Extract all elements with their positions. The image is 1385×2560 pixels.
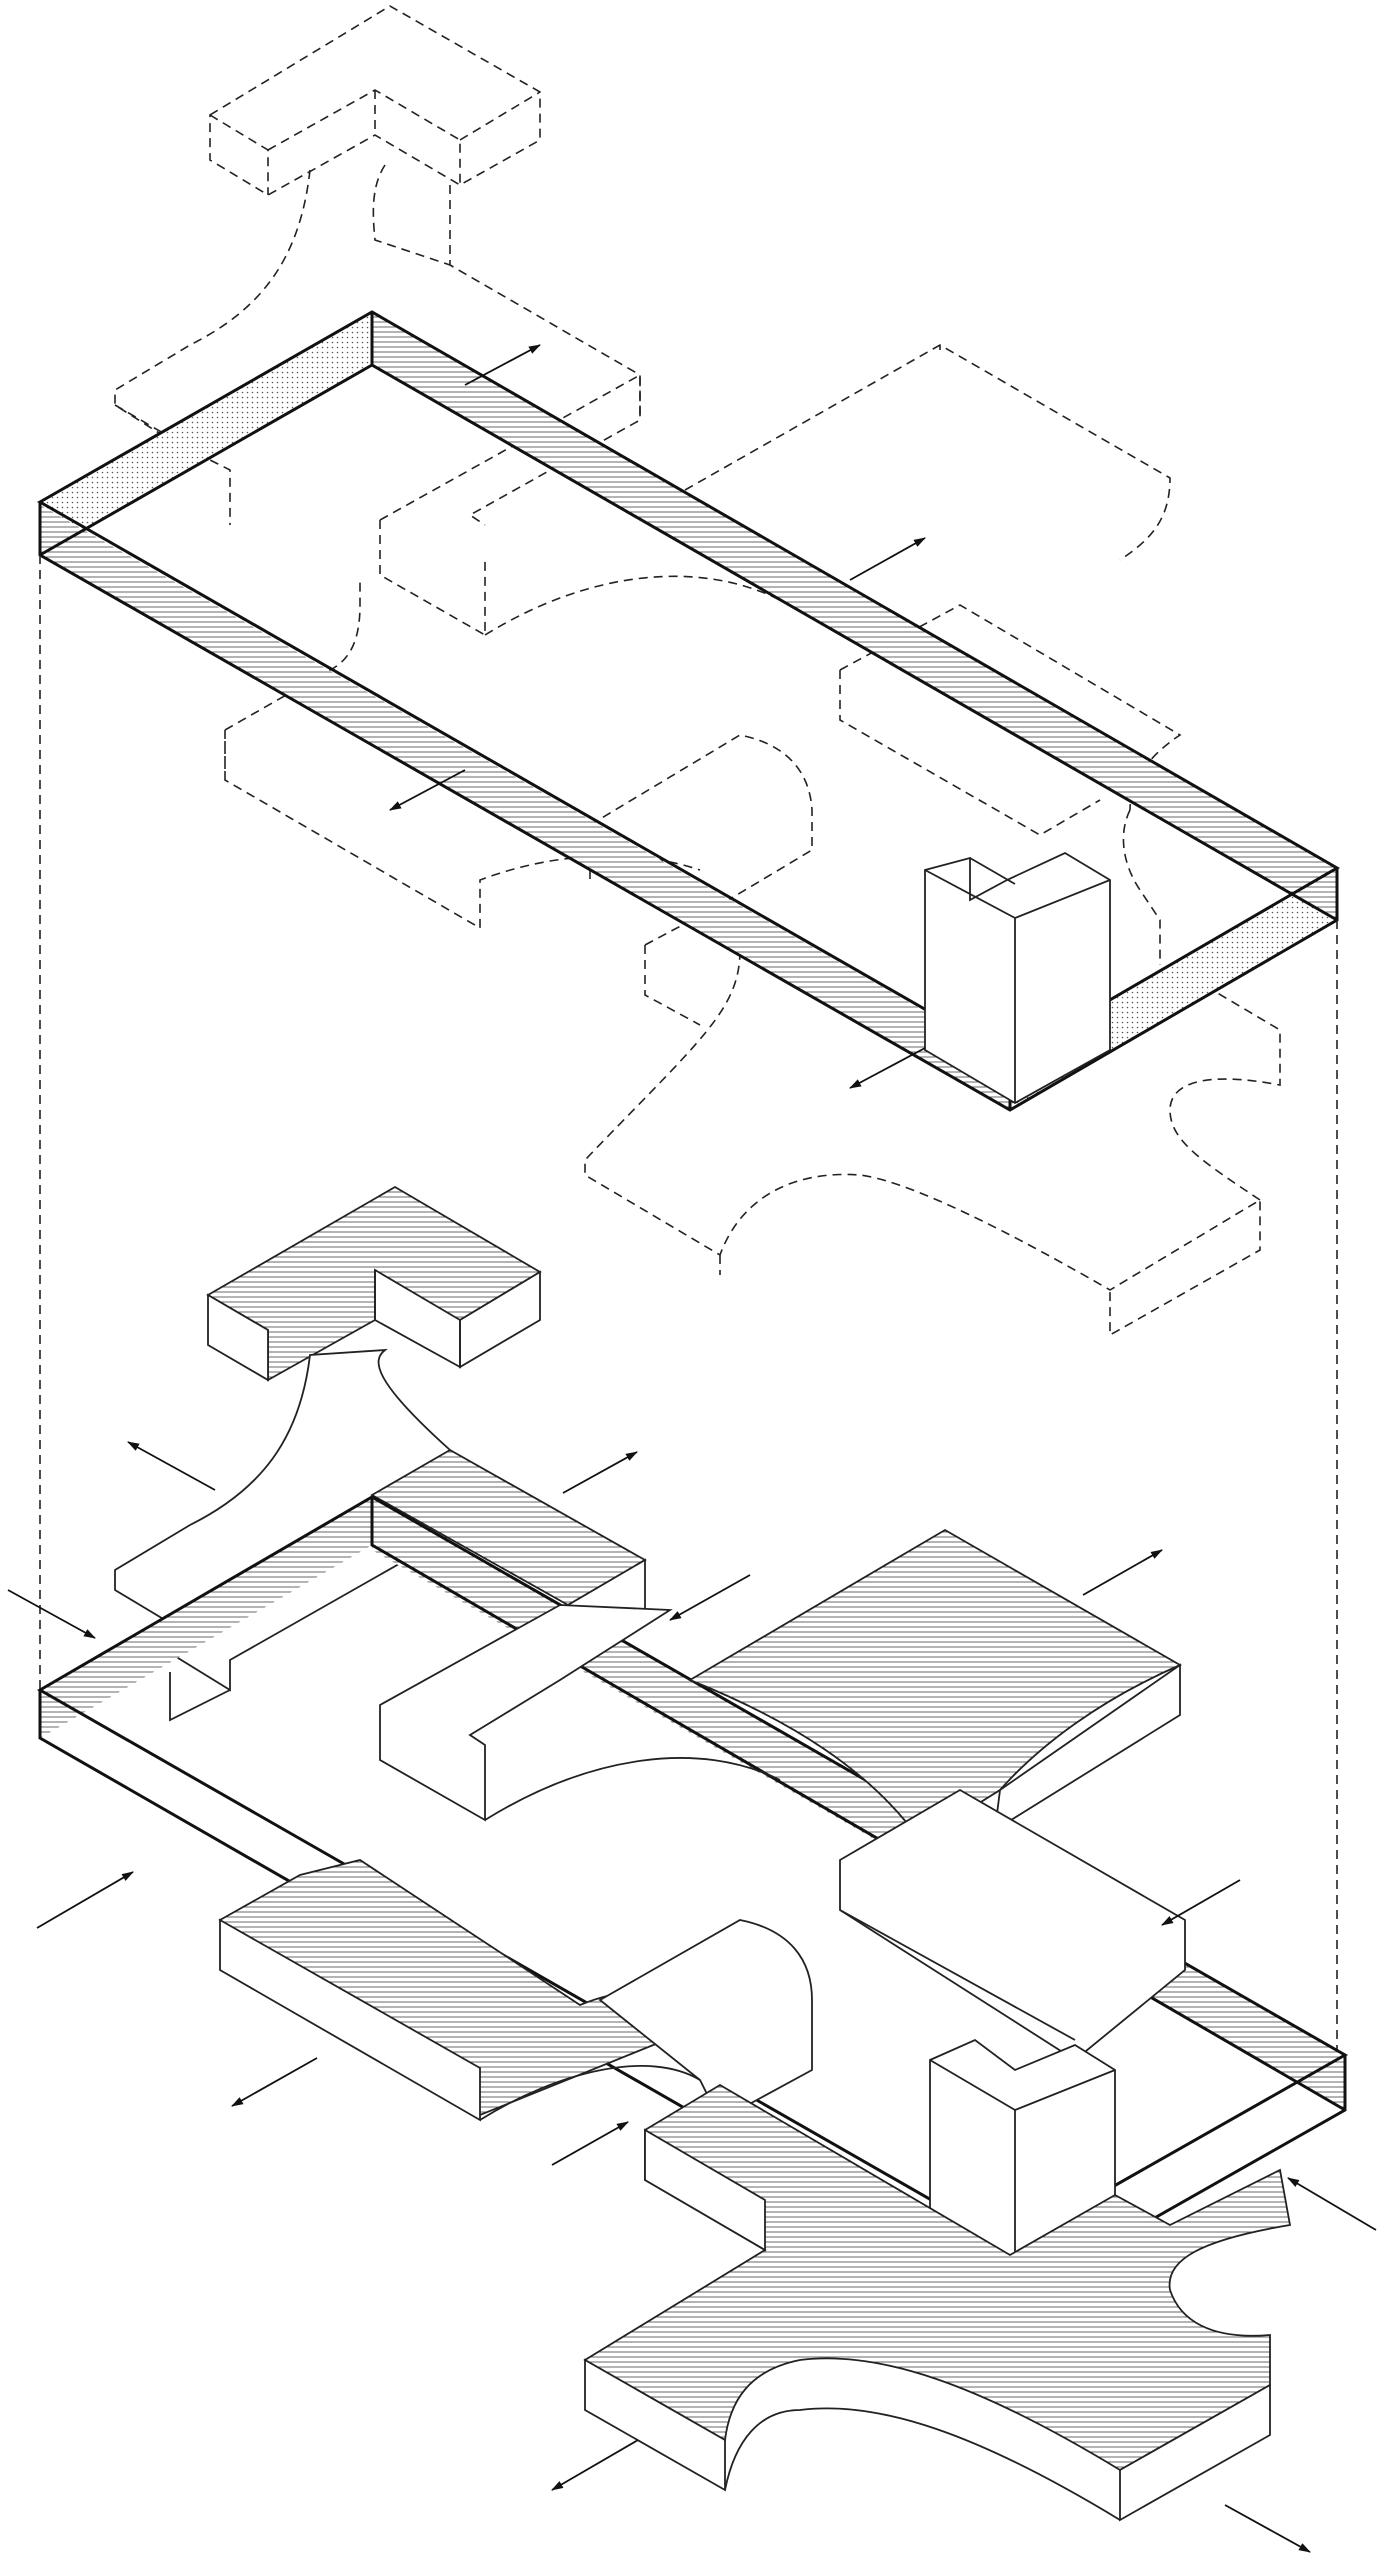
arrow-up-3 (389, 769, 466, 811)
arrow-up-1 (464, 344, 541, 386)
upper-bracket (924, 851, 1111, 1105)
lower-right-mid-block (839, 1788, 1186, 2062)
arrow-low-3 (7, 1589, 96, 1639)
arrow-low-2 (562, 1451, 638, 1494)
lower-assembly (36, 1185, 1349, 2522)
arrow-low-4 (669, 1574, 751, 1621)
arrow-up-4 (849, 1047, 926, 1089)
arrow-up-2 (849, 537, 926, 581)
upper-arrows (389, 344, 926, 1089)
lower-frame-outline (36, 1495, 1349, 2302)
upper-bracket-body (924, 851, 1111, 1105)
arrow-low-5 (1082, 1549, 1163, 1596)
arrow-low-9 (551, 2121, 629, 2166)
arrow-low-12 (1224, 2504, 1311, 2553)
upper-frame-front-wall (40, 505, 1010, 1110)
lower-left-plate (379, 1604, 673, 1822)
upper-frame-back-wall (372, 312, 1337, 920)
lower-center-block (598, 1919, 813, 2122)
lower-arrows (7, 1441, 1377, 2553)
lower-frame-left (40, 1497, 372, 1738)
upper-frame-left-wall (40, 312, 372, 555)
upper-right-block (839, 604, 1182, 836)
lower-right-plate-top (687, 1528, 1182, 1842)
upper-bottom-cross-edge (1122, 809, 1161, 965)
arrow-low-6 (36, 1871, 134, 1929)
upper-t-block (209, 5, 541, 196)
arrow-low-7 (1161, 1879, 1241, 1926)
drop-lines (39, 555, 1338, 2050)
arrow-low-8 (231, 2057, 318, 2107)
upper-top-plate (379, 373, 781, 637)
upper-neck (114, 164, 641, 441)
arrow-low-10 (1287, 2177, 1377, 2231)
upper-large-plate (684, 344, 1171, 561)
upper-frame (36, 310, 1340, 1112)
arrow-low-11 (551, 2439, 639, 2491)
arrow-low-1 (127, 1441, 216, 1491)
